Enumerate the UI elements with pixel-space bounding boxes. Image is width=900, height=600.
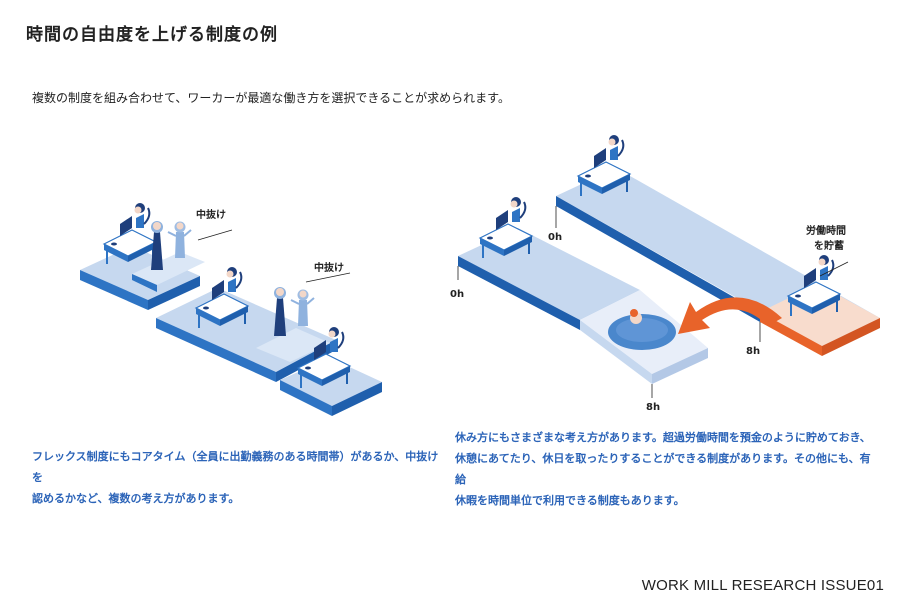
time-bank-diagram: 0h 8h 労働時間 を貯蓄 0h 8h [450, 134, 880, 413]
person-returning-a [167, 220, 192, 259]
caption-left-line1: フレックス制度にもコアタイム（全員に出勤義務のある時間帯）があるか、中抜けを [32, 450, 439, 484]
label-nakanuke-2: 中抜け [314, 261, 344, 274]
label-bank-line1: 労働時間 [806, 224, 846, 237]
label-8h-upper: 8h [746, 346, 760, 357]
caption-right: 休み方にもさまざまな考え方があります。超過労働時間を預金のように貯めておき、 休… [455, 427, 875, 511]
page-subtitle: 複数の制度を組み合わせて、ワーカーが最適な働き方を選択できることが求められます。 [32, 91, 510, 105]
person-returning-b [290, 288, 315, 327]
label-8h-lower: 8h [646, 402, 660, 413]
footer-credit: WORK MILL RESEARCH ISSUE01 [641, 577, 884, 594]
platform-a [80, 246, 205, 310]
caption-right-line3: 休暇を時間単位で利用できる制度もあります。 [455, 494, 685, 507]
label-nakanuke-1: 中抜け [196, 208, 226, 221]
flex-time-diagram: 中抜け 中抜け [80, 202, 382, 416]
caption-right-line2: 休憩にあてたり、休日を取ったりすることができる制度があります。その他にも、有給 [455, 452, 871, 486]
page-title: 時間の自由度を上げる制度の例 [26, 25, 278, 45]
caption-left-line2: 認めるかなど、複数の考え方があります。 [32, 492, 240, 505]
label-0h-upper: 0h [548, 232, 562, 243]
label-0h-lower: 0h [450, 289, 464, 300]
transfer-arrow [678, 297, 782, 334]
caption-right-line1: 休み方にもさまざまな考え方があります。超過労働時間を預金のように貯めておき、 [455, 431, 871, 444]
person-leaving-b [274, 287, 286, 336]
caption-left: フレックス制度にもコアタイム（全員に出勤義務のある時間帯）があるか、中抜けを 認… [32, 446, 442, 509]
label-bank-line2: を貯蓄 [814, 239, 844, 252]
